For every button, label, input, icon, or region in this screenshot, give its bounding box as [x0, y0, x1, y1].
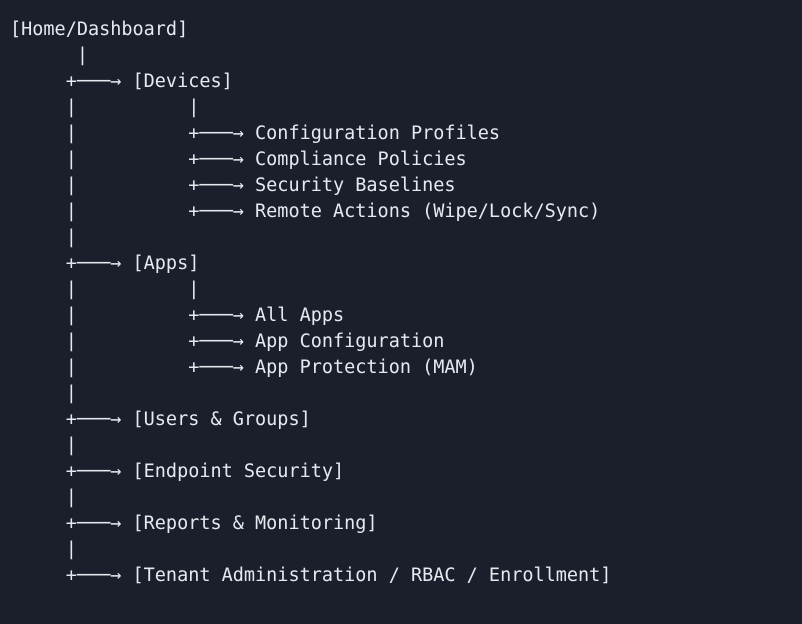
navigation-tree-ascii-art: [Home/Dashboard] | +───→ [Devices] | | |… — [10, 19, 612, 586]
